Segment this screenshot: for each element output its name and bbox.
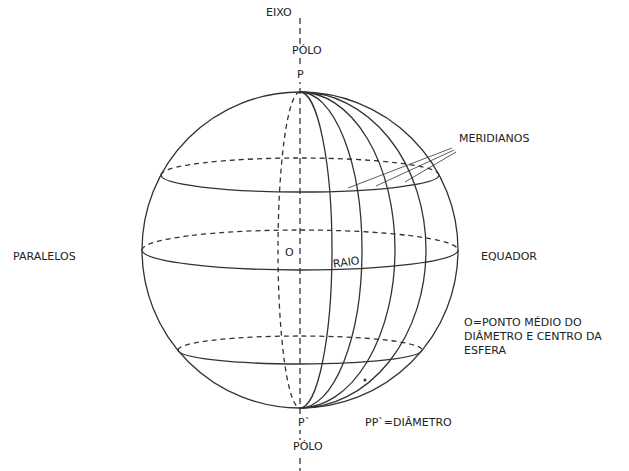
leader-line [376,150,454,186]
meridian [300,92,395,408]
leader-line [348,148,452,188]
label-text: O=PONTO MÉDIO DO DIÂMETRO E CENTRO DA ES… [463,316,615,358]
label-text: PÓLO [292,440,324,454]
axis-line [299,18,300,471]
parallel-back [178,336,422,350]
equator-back [142,230,458,250]
label-text: EIXO [265,6,293,20]
label-text: PARALELOS [12,250,77,264]
meridian [300,92,362,408]
parallel-back [161,158,439,175]
sphere-outline [142,92,458,408]
equator-front [142,250,458,270]
label-text: PÓLO [291,44,323,58]
meridian [300,92,332,408]
parallel-front [161,175,439,192]
dot [364,379,367,382]
label-text: MERIDIANOS [458,132,530,146]
meridian-back [278,92,300,408]
label-text: P [296,68,305,82]
label-text: O [284,246,295,260]
label-text: PP`=DIÂMETRO [364,416,453,430]
leader-line [405,152,456,182]
label-text: P` [297,416,311,430]
meridian [300,92,426,408]
label-text: EQUADOR [480,250,538,264]
parallel-front [178,350,422,364]
